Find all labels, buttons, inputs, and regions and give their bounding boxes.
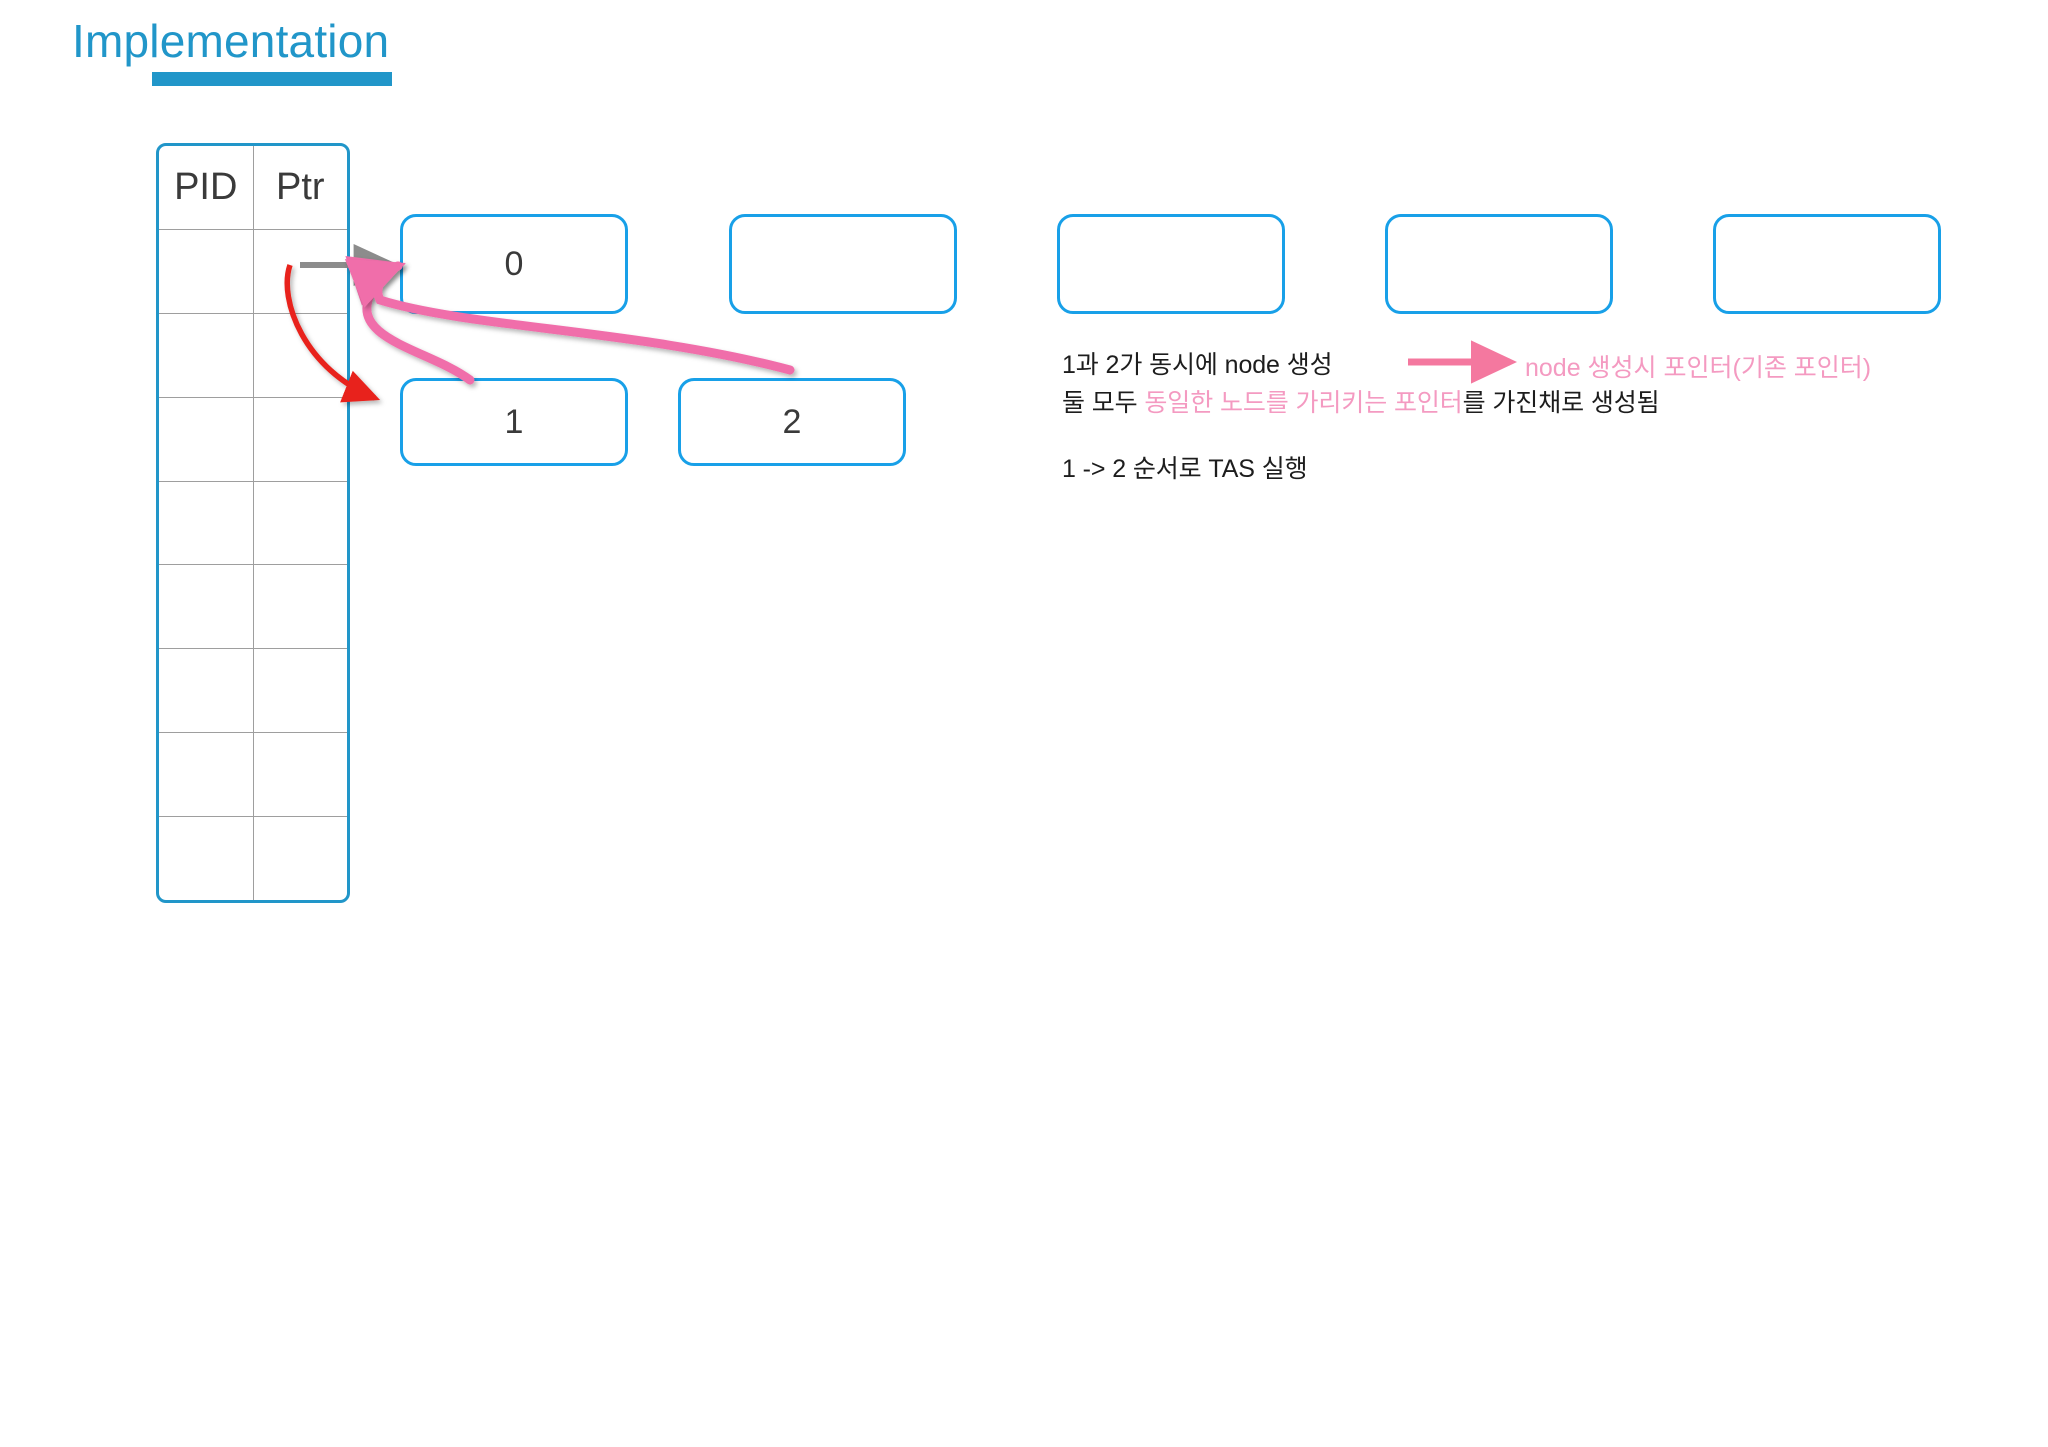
node-label: 1 [504,402,524,441]
table-cell-ptr[interactable] [254,817,348,900]
node-box-3[interactable] [1385,214,1613,314]
table-header-row: PID Ptr [159,146,347,230]
pid-ptr-table: PID Ptr [156,143,350,903]
node-box-proc1[interactable]: 1 [400,378,628,466]
table-row[interactable] [159,817,347,900]
table-cell-pid[interactable] [159,313,254,397]
table-header-cell-ptr: Ptr [275,165,325,208]
table-cell-ptr[interactable] [254,649,348,732]
node-box-1[interactable] [729,214,957,314]
table-cell-pid[interactable] [159,565,254,649]
annotation-line-2-highlight: 동일한 노드를 가리키는 포인터 [1144,389,1463,417]
page-title: Implementation [72,15,390,67]
node-label: 0 [504,244,524,283]
table-cell-ptr[interactable] [254,733,348,816]
node-box-2[interactable] [1057,214,1285,314]
node-box-4[interactable] [1713,214,1941,314]
table-row[interactable] [159,229,348,314]
table-cell-pid[interactable] [159,229,254,313]
table-cell-ptr[interactable] [254,398,348,481]
table-header-cell-pid: PID [159,146,254,229]
table-cell-pid[interactable] [159,481,254,565]
annotation-line-3-text: 1 -> 2 순서로 TAS 실행 [1062,455,1308,483]
table-row[interactable] [159,481,348,566]
annotation-line-2: 둘 모두 동일한 노드를 가리키는 포인터를 가진채로 생성됨 [1062,383,1660,419]
annotation-line-1-text: 1과 2가 동시에 node 생성 [1062,351,1333,379]
node-box-0[interactable]: 0 [400,214,628,314]
table-cell-pid[interactable] [159,397,254,481]
node-box-proc2[interactable]: 2 [678,378,906,466]
table-cell-ptr[interactable] [254,565,348,648]
table-cell-pid[interactable] [159,817,254,900]
table-row[interactable] [159,565,348,650]
legend-label: node 생성시 포인터(기존 포인터) [1525,348,1871,384]
annotation-line-2-prefix: 둘 모두 [1062,389,1145,417]
table-row[interactable] [159,313,348,398]
table-cell-ptr[interactable] [254,314,348,397]
table-cell-ptr[interactable] [254,230,348,313]
legend-label-text: node 생성시 포인터(기존 포인터) [1525,354,1872,382]
annotation-line-3: 1 -> 2 순서로 TAS 실행 [1062,449,1308,485]
title-underline [152,72,392,86]
table-cell-ptr[interactable] [254,482,348,565]
table-row[interactable] [159,649,348,734]
node-label: 2 [782,402,802,441]
annotation-line-1: 1과 2가 동시에 node 생성 [1062,345,1333,381]
table-cell-pid[interactable] [159,733,254,817]
table-row[interactable] [159,397,348,482]
table-row[interactable] [159,733,348,818]
annotation-line-2-suffix: 를 가진채로 생성됨 [1462,389,1660,417]
table-cell-pid[interactable] [159,649,254,733]
